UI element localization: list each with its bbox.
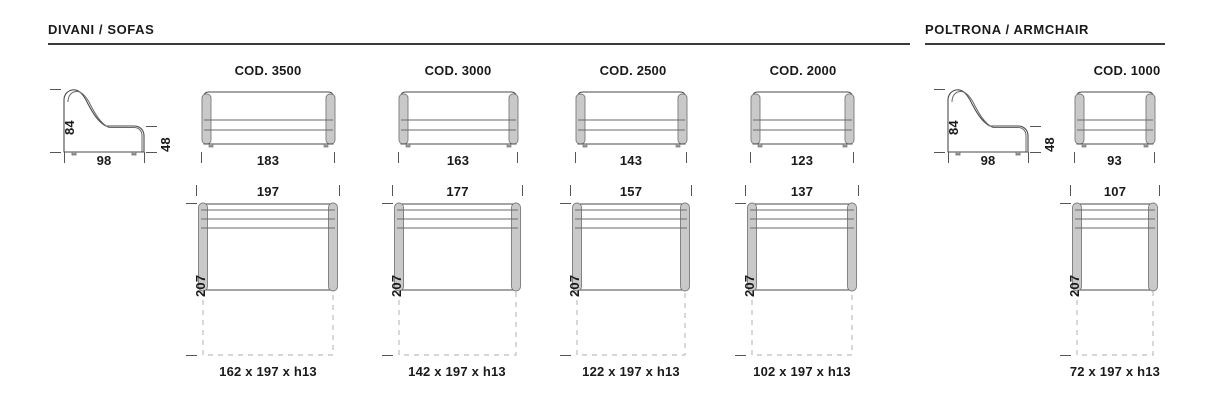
mattress-label-2500: 122 x 197 x h13 — [582, 364, 680, 379]
front-width-tick-left-2000 — [750, 152, 751, 163]
section-title-armchair: POLTRONA / ARMCHAIR — [925, 22, 1090, 37]
plan-width-tick-left-2500 — [570, 185, 571, 196]
mattress-label-3000: 142 x 197 x h13 — [408, 364, 506, 379]
plan-width-tick-left-1000 — [1070, 185, 1071, 196]
armchair-profile-height-tick-top — [934, 89, 945, 90]
sofa-profile-height-tick-top — [50, 89, 61, 90]
armchair-profile-height-label: 84 — [946, 120, 961, 135]
plan-width-label-2500: 157 — [619, 184, 643, 199]
plan-depth-label-1000: 207 — [1067, 274, 1082, 297]
plan-width-label-3500: 197 — [256, 184, 280, 199]
plan-depth-tick-bottom-3000 — [382, 355, 393, 356]
mattress-label-1000: 72 x 197 x h13 — [1069, 364, 1161, 379]
front-width-tick-right-2000 — [853, 152, 854, 163]
plan-depth-tick-top-3000 — [382, 203, 393, 204]
sofa-profile-height-tick-bottom — [50, 152, 61, 153]
plan-depth-tick-top-2500 — [560, 203, 571, 204]
sofa-profile-depth-tick-right — [144, 152, 145, 163]
model-code-2000: COD. 2000 — [769, 63, 837, 78]
front-width-tick-right-3000 — [517, 152, 518, 163]
sofa-side-profile-drawing — [63, 89, 145, 156]
armchair-profile-depth-label: 98 — [980, 153, 996, 168]
model-code-2500: COD. 2500 — [599, 63, 667, 78]
plan-depth-label-3500: 207 — [193, 274, 208, 297]
model-code-1000: COD. 1000 — [1093, 63, 1161, 78]
armchair-profile-height-tick-bottom — [934, 152, 945, 153]
plan-width-tick-right-3000 — [522, 185, 523, 196]
plan-width-tick-right-2000 — [858, 185, 859, 196]
plan-width-label-2000: 137 — [790, 184, 814, 199]
armchair-profile-seat-tick-top — [1030, 126, 1041, 127]
plan-view-3000 — [394, 202, 521, 356]
plan-view-3500 — [198, 202, 338, 356]
sofa-profile-height-label: 84 — [62, 120, 77, 135]
front-view-2500 — [575, 91, 688, 148]
armchair-profile-depth-tick-left — [948, 152, 949, 163]
plan-width-tick-left-2000 — [745, 185, 746, 196]
armchair-profile-seat-tick-bottom — [1030, 152, 1041, 153]
front-view-3000 — [398, 91, 519, 148]
plan-depth-tick-top-1000 — [1060, 203, 1071, 204]
plan-width-tick-right-2500 — [691, 185, 692, 196]
model-code-3500: COD. 3500 — [234, 63, 302, 78]
plan-width-label-3000: 177 — [446, 184, 469, 199]
front-width-label-1000: 93 — [1107, 153, 1122, 168]
front-width-label-3000: 163 — [446, 153, 470, 168]
mattress-label-2000: 102 x 197 x h13 — [753, 364, 851, 379]
plan-depth-tick-bottom-2000 — [735, 355, 746, 356]
section-header-sofas: DIVANI / SOFAS — [48, 22, 154, 37]
section-header-armchair: POLTRONA / ARMCHAIR — [925, 22, 1089, 37]
plan-width-tick-right-3500 — [339, 185, 340, 196]
front-view-1000 — [1074, 91, 1156, 148]
plan-depth-tick-bottom-2500 — [560, 355, 571, 356]
plan-width-label-1000: 107 — [1103, 184, 1127, 199]
front-width-tick-right-3500 — [334, 152, 335, 163]
plan-view-2000 — [747, 202, 857, 356]
sofa-profile-depth-tick-left — [64, 152, 65, 163]
armchair-profile-seat-label: 48 — [1042, 137, 1057, 152]
sofa-profile-seat-tick-top — [146, 126, 157, 127]
plan-width-tick-left-3000 — [392, 185, 393, 196]
plan-width-tick-left-3500 — [196, 185, 197, 196]
front-width-tick-left-3000 — [398, 152, 399, 163]
front-width-label-3500: 183 — [256, 153, 280, 168]
front-width-tick-left-2500 — [575, 152, 576, 163]
mattress-label-3500: 162 x 197 x h13 — [219, 364, 317, 379]
front-width-tick-left-1000 — [1074, 152, 1075, 163]
plan-width-tick-right-1000 — [1159, 185, 1160, 196]
plan-view-1000 — [1072, 202, 1158, 356]
plan-depth-tick-top-2000 — [735, 203, 746, 204]
plan-depth-label-2000: 207 — [742, 274, 757, 297]
front-view-2000 — [750, 91, 855, 148]
plan-depth-label-2500: 207 — [567, 274, 582, 297]
front-view-3500 — [201, 91, 336, 148]
sofa-profile-seat-tick-bottom — [146, 152, 157, 153]
plan-depth-tick-bottom-3500 — [186, 355, 197, 356]
section-title-sofas: DIVANI / SOFAS — [48, 22, 155, 37]
plan-depth-label-3000: 207 — [389, 274, 404, 297]
front-width-tick-left-3500 — [201, 152, 202, 163]
front-width-label-2500: 143 — [619, 153, 643, 168]
section-rule-sofas — [48, 43, 910, 45]
front-width-label-2000: 123 — [790, 153, 814, 168]
sofa-profile-seat-label: 48 — [158, 137, 173, 152]
sofa-profile-depth-label: 98 — [96, 153, 112, 168]
front-width-tick-right-1000 — [1154, 152, 1155, 163]
armchair-side-profile-drawing — [947, 89, 1029, 156]
plan-depth-tick-top-3500 — [186, 203, 197, 204]
plan-depth-tick-bottom-1000 — [1060, 355, 1071, 356]
front-width-tick-right-2500 — [686, 152, 687, 163]
armchair-profile-depth-tick-right — [1028, 152, 1029, 163]
model-code-3000: COD. 3000 — [424, 63, 492, 78]
plan-view-2500 — [572, 202, 690, 356]
section-rule-armchair — [925, 43, 1165, 45]
